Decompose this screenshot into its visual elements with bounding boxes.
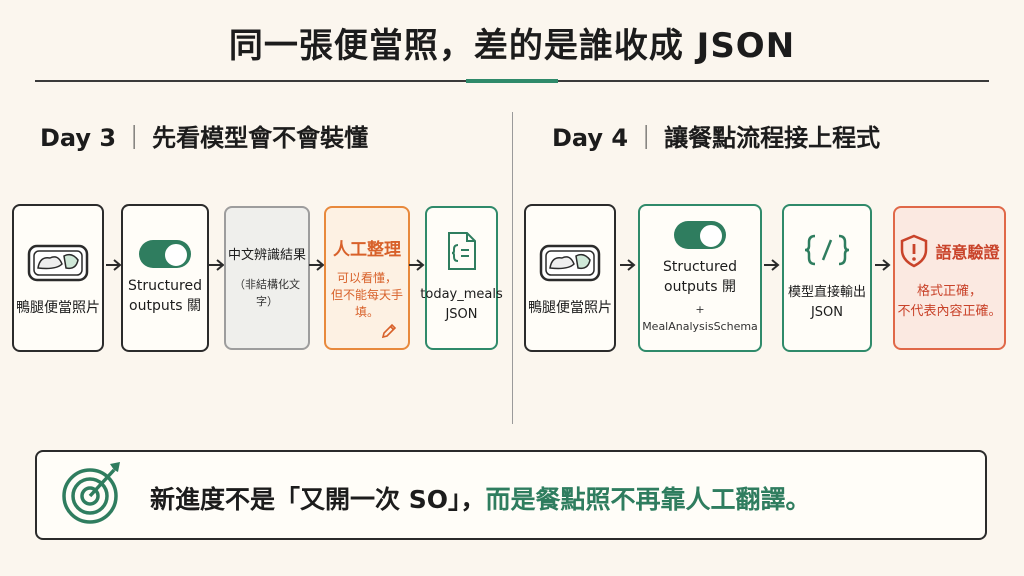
day3-heading-day: Day 3 (40, 124, 117, 152)
day4-model-line2: JSON (810, 305, 844, 320)
day4-photo-label: 鴨腿便當照片 (528, 300, 612, 316)
bento-box-icon (27, 244, 89, 282)
json-document-icon (447, 232, 476, 270)
day4-heading-text: 讓餐點流程接上程式 (664, 124, 881, 152)
day4-so-line1: Structured (662, 259, 737, 275)
day4-heading: Day 4｜讓餐點流程接上程式 (552, 118, 880, 153)
arrow-right-icon (620, 259, 636, 271)
day3-json-line2: JSON (445, 307, 478, 322)
day4-photo-node: 鴨腿便當照片 (524, 204, 616, 352)
summary-text-highlight: 而是餐點照不再靠人工翻譯。 (485, 485, 811, 514)
target-arrow-icon (62, 462, 120, 524)
warning-shield-icon (901, 234, 928, 268)
toggle-switch-icon (674, 221, 726, 249)
day3-structured-outputs-node: Structured outputs 關 (121, 204, 209, 352)
day3-result-title: 中文辨識結果 (227, 248, 306, 263)
arrow-right-icon (309, 259, 325, 271)
day3-result-subtitle: （非結構化文字） (234, 278, 300, 308)
day4-structured-outputs-node: Structured outputs 開 + MealAnalysisSchem… (638, 204, 762, 352)
day3-manual-line1: 可以看懂， (336, 271, 397, 285)
day4-model-json-node: 模型直接輸出 JSON (782, 204, 872, 352)
arrow-right-icon (209, 259, 225, 271)
arrow-right-icon (875, 259, 891, 271)
pencil-icon (381, 323, 397, 339)
day4-semantic-check-node: 語意驗證 格式正確， 不代表內容正確。 (893, 206, 1006, 350)
title-accent-bar (466, 79, 558, 83)
arrow-right-icon (106, 259, 122, 271)
bento-box-icon (539, 244, 601, 282)
arrow-right-icon (764, 259, 780, 271)
arrow-right-icon (409, 259, 425, 271)
day3-so-line1: Structured (127, 278, 202, 294)
summary-text: 新進度不是「又開一次 SO」，而是餐點照不再靠人工翻譯。 (150, 480, 810, 516)
section-divider (512, 112, 513, 424)
day3-manual-line2: 但不能每天手填。 (330, 288, 403, 319)
day4-heading-separator: ｜ (634, 124, 659, 152)
summary-text-main: 新進度不是「又開一次 SO」， (150, 485, 486, 514)
day3-so-line2: outputs 關 (129, 298, 201, 314)
day4-check-line2: 不代表內容正確。 (897, 304, 1002, 319)
day3-photo-node: 鴨腿便當照片 (12, 204, 104, 352)
day4-check-header: 語意驗證 (899, 234, 1000, 268)
day4-heading-day: Day 4 (552, 124, 629, 152)
summary-box (35, 450, 987, 540)
day3-heading: Day 3｜先看模型會不會裝懂 (40, 118, 368, 153)
day3-photo-label: 鴨腿便當照片 (16, 300, 100, 316)
day4-check-title: 語意驗證 (935, 243, 1000, 262)
day3-manual-organize-node: 人工整理 可以看懂， 但不能每天手填。 (324, 206, 410, 350)
day4-check-line1: 格式正確， (916, 284, 982, 299)
day3-manual-title: 人工整理 (333, 240, 401, 260)
code-brackets-icon (804, 234, 850, 266)
day3-json-line1: today_meals (420, 287, 503, 302)
day4-model-line1: 模型直接輸出 (787, 285, 866, 300)
day4-so-schema: + MealAnalysisSchema (642, 303, 758, 333)
day3-heading-separator: ｜ (122, 124, 147, 152)
toggle-switch-icon (139, 240, 191, 268)
day3-json-node: today_meals JSON (420, 206, 503, 350)
page-title: 同一張便當照，差的是誰收成 JSON (228, 26, 796, 66)
day3-heading-text: 先看模型會不會裝懂 (152, 124, 369, 152)
day3-chinese-result-node: 中文辨識結果 （非結構化文字） (224, 206, 310, 350)
day4-so-line2: outputs 開 (664, 279, 736, 295)
